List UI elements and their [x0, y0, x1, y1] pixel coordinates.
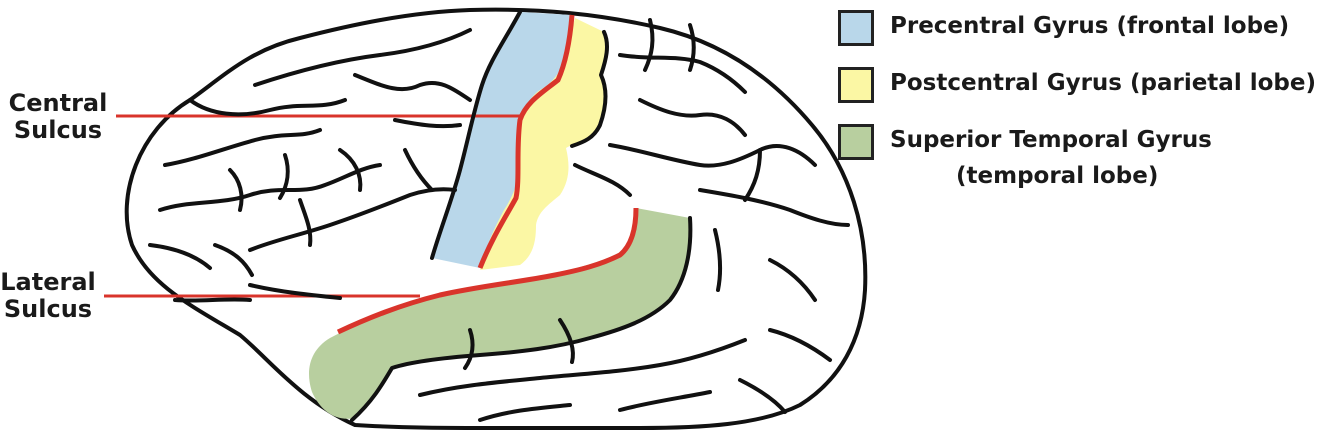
postcentral-legend-text: Postcentral Gyrus (parietal lobe) [890, 70, 1316, 96]
precentral-swatch [838, 10, 874, 46]
central-sulcus-label-line1: Central [8, 89, 108, 117]
postcentral-swatch [838, 67, 874, 103]
sulci-lines [148, 10, 850, 422]
lateral-sulcus-label-line2: Sulcus [3, 295, 93, 323]
superior-temporal-gyrus-region [309, 208, 691, 419]
superior-temporal-legend-subtext: (temporal lobe) [956, 163, 1159, 189]
central-sulcus-label: Central Sulcus [4, 90, 112, 144]
lateral-sulcus-red-line [336, 207, 639, 335]
precentral-legend-text: Precentral Gyrus (frontal lobe) [890, 13, 1290, 39]
lateral-sulcus-label-line1: Lateral [0, 268, 96, 296]
superior-temporal-legend-text: Superior Temporal Gyrus [890, 127, 1212, 153]
superior-temporal-swatch [838, 124, 874, 160]
central-sulcus-red-line [477, 14, 575, 269]
central-sulcus-label-line2: Sulcus [13, 116, 103, 144]
precentral-gyrus-region [432, 12, 572, 268]
lateral-sulcus-label: Lateral Sulcus [0, 269, 102, 323]
